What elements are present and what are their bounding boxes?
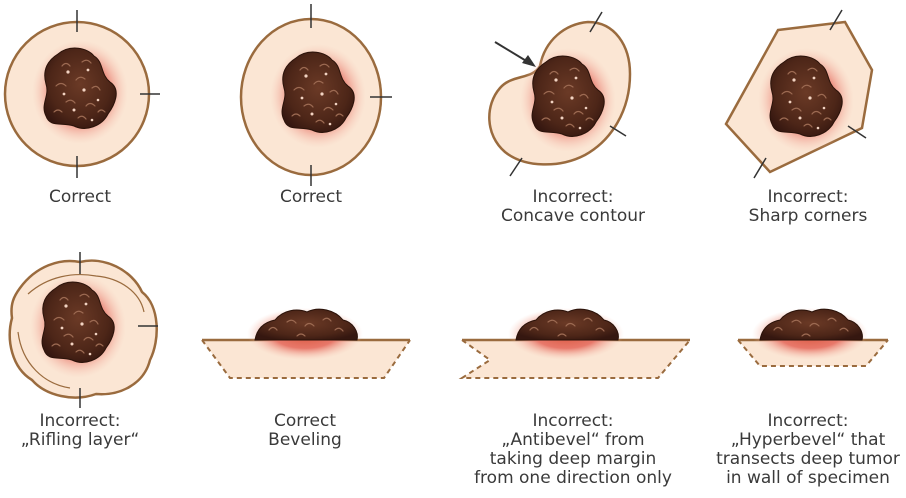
caption-oval: Correct: [280, 188, 342, 207]
caption-hyperbevel: Incorrect: „Hyperbevel“ that transects d…: [716, 412, 900, 488]
panel-rifling-specimen: [10, 252, 158, 408]
caption-bevel: Correct Beveling: [268, 412, 342, 450]
panel-concave-specimen: [489, 12, 630, 176]
panel-sharp-specimen: [726, 10, 872, 178]
panel-antibevel-specimen: [462, 308, 690, 378]
panel-bevel-specimen: [202, 308, 410, 378]
panel-round-specimen: [5, 10, 160, 178]
panel-hyperbevel-specimen: [738, 308, 888, 366]
caption-sharp: Incorrect: Sharp corners: [749, 188, 868, 226]
caption-rifling: Incorrect: „Rifling layer“: [21, 412, 140, 450]
arrow-icon: [495, 42, 536, 67]
caption-round: Correct: [49, 188, 111, 207]
caption-antibevel: Incorrect: „Antibevel“ from taking deep …: [474, 412, 672, 488]
caption-concave: Incorrect: Concave contour: [501, 188, 645, 226]
panel-oval-specimen: [241, 4, 392, 186]
